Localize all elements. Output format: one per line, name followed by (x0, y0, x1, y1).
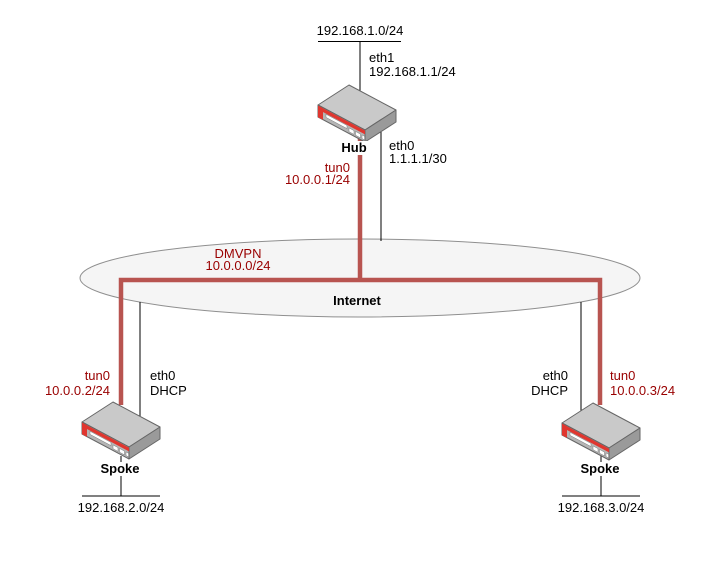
spoke2-eth0-dhcp-label: DHCP (531, 383, 568, 398)
hub-eth0-ip-label: 1.1.1.1/30 (389, 151, 447, 166)
spoke1-eth0-dhcp-label: DHCP (150, 383, 187, 398)
hub-lan-subnet-label: 192.168.1.0/24 (316, 23, 404, 38)
hub-eth0-name-label: eth0 (389, 138, 415, 153)
spoke1-tun0-name-label: tun0 (84, 368, 110, 383)
spoke2-router-icon (561, 402, 641, 461)
hub-router-icon (317, 84, 397, 143)
internet-label: Internet (333, 293, 381, 308)
spoke1-eth0-name-label: eth0 (150, 368, 176, 383)
spoke1-label: Spoke (97, 462, 143, 476)
spoke2-lan-subnet-label: 192.168.3.0/24 (557, 500, 645, 515)
hub-label: Hub (338, 141, 370, 155)
spoke1-tun0-ip-label: 10.0.0.2/24 (44, 383, 110, 398)
hub-tun0-name-label: tun0 (324, 160, 350, 175)
dmvpn-subnet-label: 10.0.0.0/24 (205, 258, 271, 273)
spoke1-router-icon (81, 401, 161, 460)
hub-eth1-ip-label: 192.168.1.1/24 (369, 64, 456, 79)
dmvpn-name-label: DMVPN (214, 246, 262, 261)
spoke2-tun0-ip-label: 10.0.0.3/24 (610, 383, 676, 398)
hub-eth1-name-label: eth1 (369, 50, 395, 65)
spoke1-lan-subnet-label: 192.168.2.0/24 (77, 500, 165, 515)
spoke2-eth0-name-label: eth0 (542, 368, 568, 383)
dmvpn-tunnel-lines (118, 132, 603, 405)
spoke2-label: Spoke (577, 462, 623, 476)
hub-tun0-ip-label: 10.0.0.1/24 (284, 172, 350, 187)
spoke2-tun0-name-label: tun0 (610, 368, 636, 383)
physical-links (82, 41, 640, 497)
